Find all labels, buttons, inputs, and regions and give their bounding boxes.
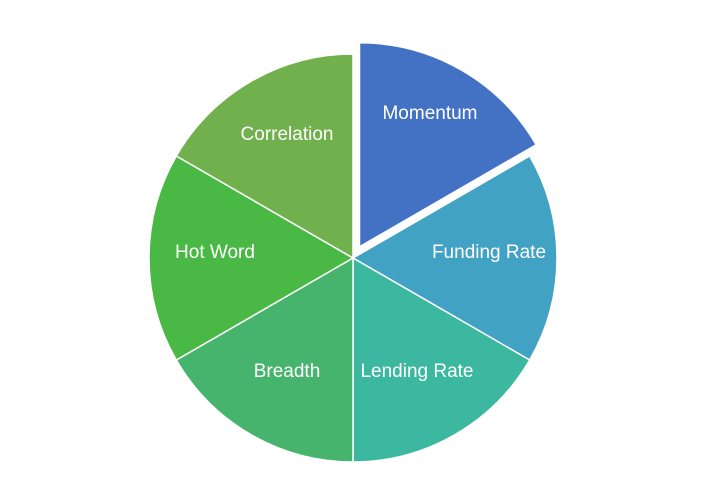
pie-slices-group — [148, 41, 558, 463]
pie-slice-hot-word[interactable] — [148, 155, 354, 361]
pie-slice-breadth[interactable] — [175, 257, 354, 463]
pie-slice-label-breadth: Breadth — [254, 361, 321, 382]
pie-slice-correlation[interactable] — [175, 53, 354, 259]
pie-slice-label-lending-rate: Lending Rate — [360, 361, 473, 382]
pie-slice-momentum[interactable] — [358, 41, 537, 248]
pie-slice-label-funding-rate: Funding Rate — [432, 242, 546, 263]
pie-slice-lending-rate[interactable] — [352, 257, 531, 463]
pie-slice-label-correlation: Correlation — [241, 124, 334, 145]
pie-slice-funding-rate[interactable] — [352, 155, 558, 361]
pie-slice-label-momentum: Momentum — [382, 103, 477, 124]
pie-slice-label-hot-word: Hot Word — [175, 242, 255, 263]
